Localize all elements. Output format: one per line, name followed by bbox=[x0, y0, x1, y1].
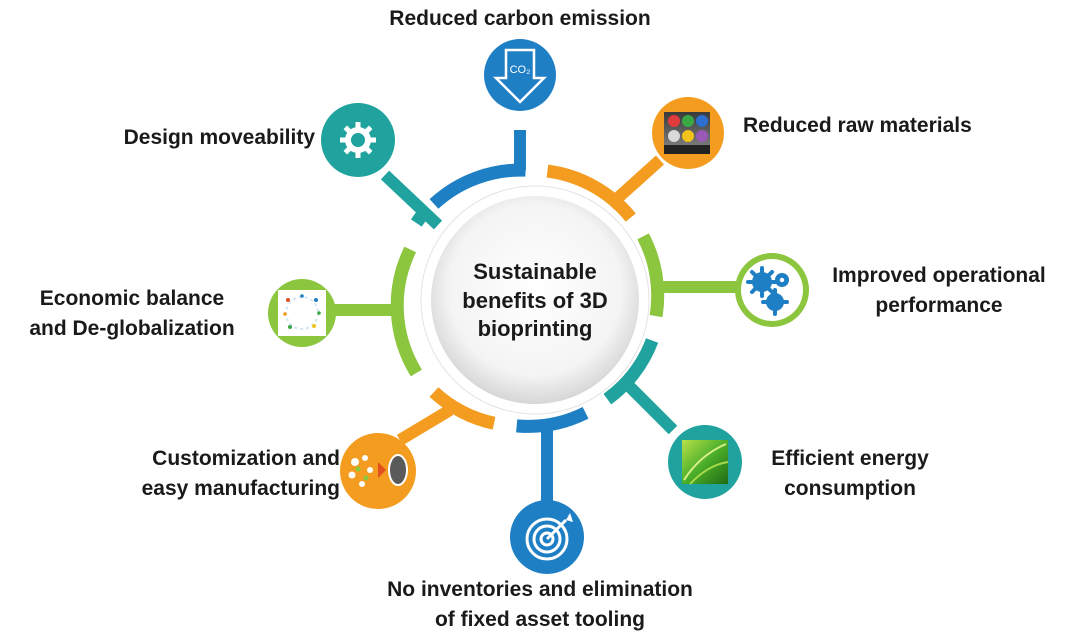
center-title-line: Sustainable bbox=[473, 259, 597, 284]
connector-energy bbox=[623, 380, 678, 435]
cell-ring-icon bbox=[268, 279, 336, 347]
target-icon bbox=[510, 500, 584, 574]
center-title: Sustainable benefits of 3D bioprinting bbox=[435, 258, 635, 344]
connector-raw bbox=[605, 155, 665, 210]
label-line: consumption bbox=[784, 477, 916, 501]
label-line: No inventories and elimination bbox=[387, 578, 693, 601]
label-line: and De-globalization bbox=[29, 317, 235, 341]
label-line: Improved operational bbox=[832, 264, 1046, 287]
label-reduced-raw-materials: Reduced raw materials bbox=[743, 110, 1043, 142]
label-line: Design moveability bbox=[123, 126, 315, 149]
center-title-line: bioprinting bbox=[477, 316, 593, 342]
label-line: Reduced raw materials bbox=[743, 114, 972, 137]
label-line: Customization and bbox=[152, 447, 340, 470]
cells-to-print-icon bbox=[340, 433, 416, 509]
svg-text:CO₂: CO₂ bbox=[510, 64, 531, 76]
label-customization: Customization and easy manufacturing bbox=[80, 444, 340, 505]
connectors bbox=[330, 130, 740, 510]
label-line: performance bbox=[875, 294, 1003, 318]
label-line: Economic balance bbox=[39, 287, 225, 310]
connector-custom bbox=[396, 404, 454, 446]
label-reduced-carbon-emission: Reduced carbon emission bbox=[355, 3, 685, 35]
label-no-inventories: No inventories and elimination of fixed … bbox=[330, 575, 750, 636]
gears-icon bbox=[735, 253, 809, 327]
green-leaves-icon bbox=[668, 425, 742, 499]
center-title-line: benefits of 3D bbox=[462, 287, 608, 313]
label-line: of fixed asset tooling bbox=[434, 608, 646, 632]
ring-arc-custom bbox=[429, 387, 496, 430]
label-efficient-energy-consumption: Efficient energy consumption bbox=[745, 444, 955, 505]
ring-arc-economic bbox=[390, 246, 422, 377]
label-economic-balance: Economic balance and De-globalization bbox=[2, 284, 262, 345]
ring-arc-inventory bbox=[516, 406, 589, 433]
label-line: Reduced carbon emission bbox=[389, 7, 651, 30]
ring-arc-energy bbox=[603, 338, 659, 405]
label-improved-operational-performance: Improved operational performance bbox=[800, 261, 1078, 322]
ring-arc-carbon bbox=[429, 163, 526, 209]
label-design-moveability: Design moveability bbox=[75, 122, 315, 154]
filament-spools-icon bbox=[652, 97, 724, 169]
ring-arc-raw bbox=[546, 164, 636, 222]
co2-arrow-icon: CO₂ bbox=[484, 39, 556, 111]
ring-arc-operational bbox=[637, 233, 665, 318]
gear-icon bbox=[321, 103, 395, 177]
hub bbox=[420, 185, 650, 415]
connector-design bbox=[380, 170, 443, 230]
label-line: easy manufacturing bbox=[141, 477, 340, 501]
label-line: Efficient energy bbox=[771, 447, 929, 470]
